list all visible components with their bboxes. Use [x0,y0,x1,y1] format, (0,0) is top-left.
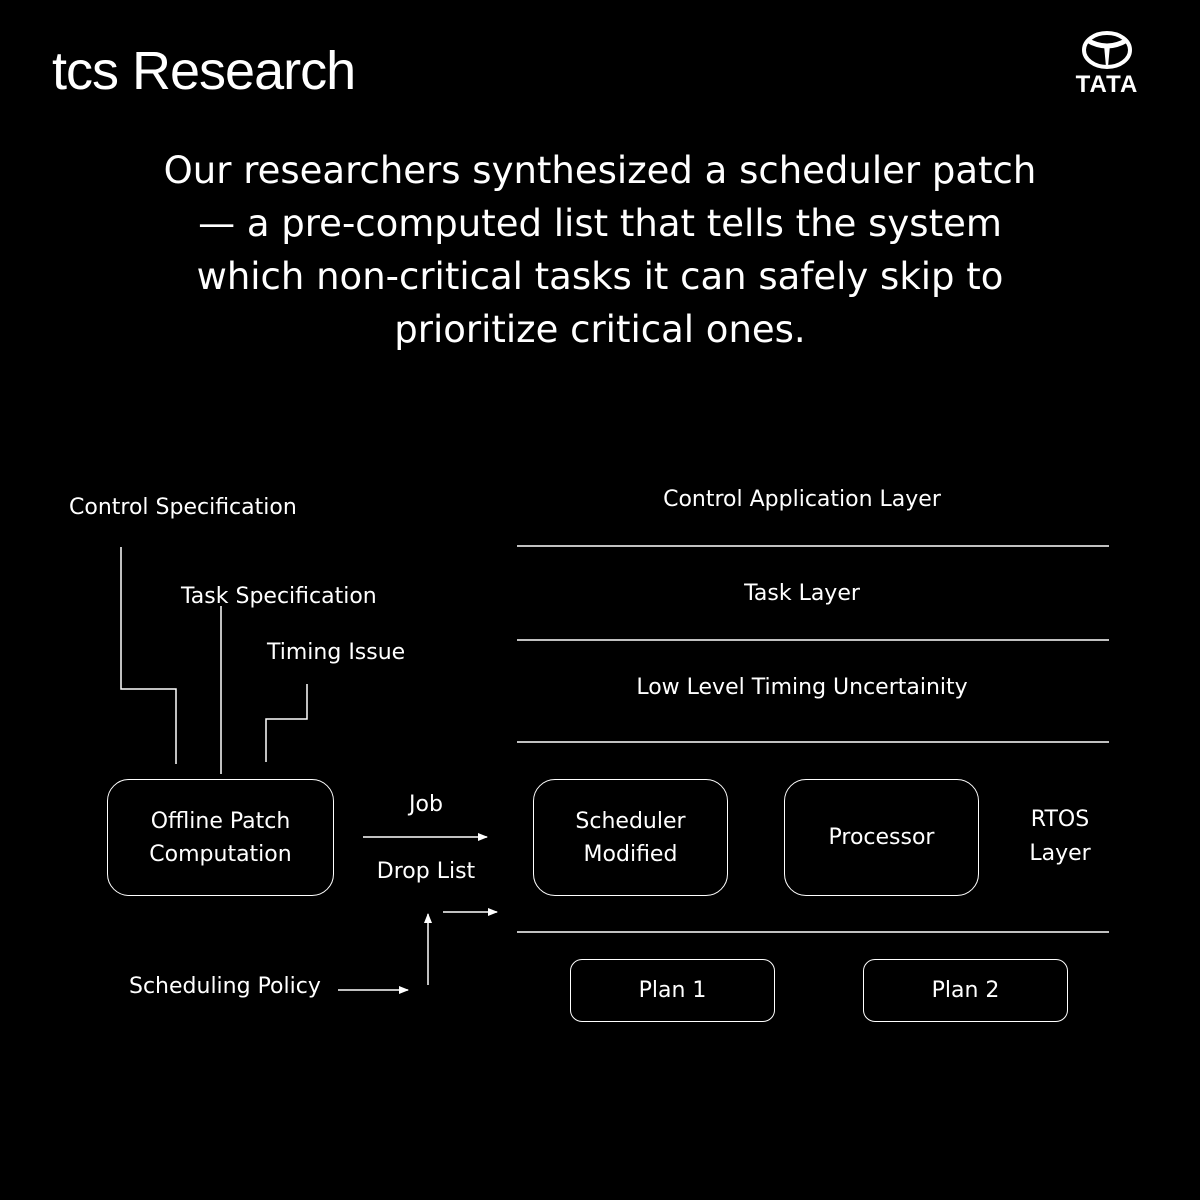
task-specification-label: Task Specification [181,584,377,609]
plan-2-label: Plan 2 [931,978,1000,1003]
processor-box: Processor [784,779,979,896]
timing-issue-label: Timing Issue [267,640,406,665]
scheduler-box-line-2: Modified [583,841,678,867]
headline-line-3: which non-critical tasks it can safely s… [196,255,1004,298]
timing-issue-connector [265,684,308,762]
headline-line-2: — a pre-computed list that tells the sys… [198,202,1002,245]
processor-label: Processor [828,825,935,850]
control-application-layer-label: Control Application Layer [663,487,941,512]
rtos-label-line-2: Layer [1029,841,1091,866]
tata-logo: TATA [1062,30,1152,110]
headline: Our researchers synthesized a scheduler … [100,144,1100,356]
low-level-timing-label: Low Level Timing Uncertainity [636,675,968,700]
tata-emblem-icon [1082,31,1132,69]
scheduler-box-line-1: Scheduler [575,808,686,834]
headline-line-1: Our researchers synthesized a scheduler … [163,149,1037,192]
drop-list-label: Drop List [376,859,476,884]
offline-patch-computation-box: Offline Patch Computation [107,779,334,896]
plan-1-label: Plan 1 [638,978,707,1003]
plan-2-box: Plan 2 [863,959,1068,1022]
rtos-label-line-1: RTOS [1030,807,1090,832]
control-specification-label: Control Specification [69,495,297,520]
tcs-research-logo: tcs Research [52,41,356,101]
scheduling-policy-label: Scheduling Policy [129,974,321,999]
control-spec-connector [120,547,177,764]
scheduler-modified-box: Scheduler Modified [533,779,728,896]
plan-1-box: Plan 1 [570,959,775,1022]
task-layer-label: Task Layer [744,581,860,606]
tata-wordmark: TATA [1075,71,1139,98]
headline-line-4: prioritize critical ones. [394,308,806,351]
offline-box-line-2: Computation [149,841,292,867]
job-label: Job [409,792,443,817]
rtos-layer-label: RTOS Layer [1010,803,1110,871]
offline-box-line-1: Offline Patch [150,808,291,834]
